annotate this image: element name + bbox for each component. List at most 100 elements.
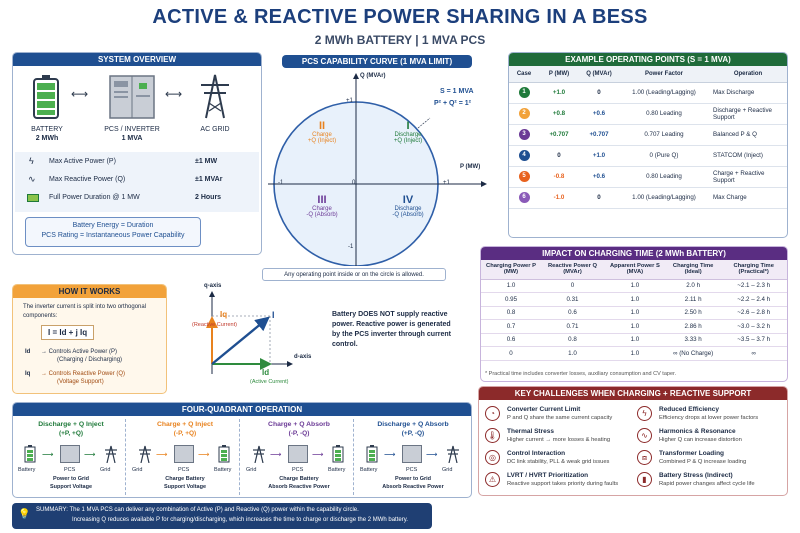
transmission-tower-icon <box>252 445 266 468</box>
table-cell: 0.8 <box>481 306 542 320</box>
quadrant-ii: II Charge +Q (Inject) <box>290 120 354 144</box>
lightning-icon: ϟ <box>637 406 652 421</box>
table-cell: 1.0 <box>603 292 666 307</box>
table-cell: 0.6 <box>481 333 542 347</box>
column-header: Power Factor <box>619 66 709 83</box>
target-icon: ◎ <box>485 450 500 465</box>
capability-heading: PCS CAPABILITY CURVE (1 MVA LIMIT) <box>282 55 472 68</box>
battery-value: 2 MWh <box>35 135 59 142</box>
quadrant-sub: (-P, -Q) <box>288 430 310 437</box>
quadrant-line: Discharge <box>394 206 422 212</box>
column-header: Reactive Power Q (MVAr) <box>541 260 604 280</box>
right-label: Grid <box>442 467 453 473</box>
quadrant-caption: Charge Battery <box>165 476 205 482</box>
quadrant-caption: Support Voltage <box>49 484 93 490</box>
pcs-box-icon <box>60 445 80 463</box>
quadrant-number: I <box>406 120 410 132</box>
table-cell: ∞ (No Charge) <box>665 346 721 361</box>
system-overview-panel: SYSTEM OVERVIEW ⟷ ⟷ <box>12 52 262 255</box>
intro-text: The inverter current is split into two o… <box>23 304 147 319</box>
q-cell: +0.707 <box>579 124 619 146</box>
lightbulb-icon: 💡 <box>18 509 31 520</box>
vector-diagram: q-axis d-axis Iq (Reactive Current) I Id… <box>180 282 320 392</box>
p-axis-label: P (MW) <box>460 164 481 170</box>
formula: I = Id + j Iq <box>41 325 95 340</box>
quadrant-sub: (+P, -Q) <box>401 430 425 437</box>
table-cell: 0 <box>481 346 542 361</box>
quadrant-line: Charge <box>312 206 332 212</box>
arrow-icon: ⟶ <box>198 450 210 459</box>
how-it-works-panel: HOW IT WORKS The inverter current is spl… <box>12 284 167 394</box>
q-cell: +0.6 <box>579 166 619 188</box>
spec-value: ±1 MW <box>195 158 218 165</box>
pcs-box-icon <box>174 445 194 463</box>
p-cell: -0.8 <box>539 166 579 188</box>
equation: P² + Q² = 1² <box>434 100 471 107</box>
q-axis-label: Q (MVAr) <box>360 73 386 79</box>
iq-label: Iq <box>25 371 31 377</box>
note-box: Battery Energy = Duration PCS Rating = I… <box>25 217 201 247</box>
quadrant-title: Discharge + Q Absorb <box>377 421 449 428</box>
quadrant-line: +Q (Inject) <box>307 138 337 144</box>
arrow-icon: ⟶ <box>84 450 96 459</box>
quadrant-line: Charge <box>312 132 332 138</box>
iq-vector-label: Iq <box>220 310 228 319</box>
table-cell: 1.0 <box>603 306 666 320</box>
challenge-desc: Higher Q can increase distortion <box>659 437 742 443</box>
left-label: Grid <box>132 467 143 473</box>
impact-panel: IMPACT ON CHARGING TIME (2 MWh BATTERY) … <box>480 246 788 382</box>
wave-icon: ∿ <box>637 428 652 443</box>
operating-points-panel: EXAMPLE OPERATING POINTS (S = 1 MVA) Cas… <box>508 52 788 238</box>
pf-cell: 0.80 Leading <box>619 103 709 125</box>
pf-cell: 1.00 (Leading/Lagging) <box>619 187 709 209</box>
tick-label: +1 <box>346 98 353 104</box>
case-cell: 1 <box>509 82 539 104</box>
transmission-tower-icon <box>198 73 232 119</box>
arrow-icon: ⟶ <box>270 450 282 459</box>
case-cell: 2 <box>509 103 539 125</box>
case-badge: 4 <box>518 150 530 161</box>
system-overview-heading: SYSTEM OVERVIEW <box>13 53 261 66</box>
pcs-label: PCS <box>64 467 76 473</box>
q-cell: +0.6 <box>579 103 619 125</box>
page-subtitle: 2 MWh BATTERY | 1 MVA PCS <box>314 33 486 47</box>
table-cell: ∞ <box>720 346 787 361</box>
challenge-item: ▮Battery Stress (Indirect)Rapid power ch… <box>635 470 785 490</box>
table-cell: 0.8 <box>541 333 604 347</box>
battery-icon <box>218 445 230 468</box>
table-cell: 0.6 <box>541 306 604 320</box>
operation-cell: Balanced P & Q <box>709 124 787 146</box>
left-label: Battery <box>360 467 378 473</box>
table-cell: 0.71 <box>541 319 604 334</box>
table-cell: 0.95 <box>481 292 542 307</box>
battery-icon <box>33 75 59 119</box>
iq-vector-sub: (Reactive Current) <box>192 322 237 328</box>
challenge-desc: Combined P & Q increase loading <box>659 459 747 465</box>
battery-icon <box>332 445 344 468</box>
spec-value: 2 Hours <box>195 194 222 201</box>
q-cell: 0 <box>579 187 619 209</box>
case-cell: 6 <box>509 187 539 209</box>
capability-chart: Q (MVAr) P (MW) +1 -1 -1 +1 0 S = 1 MVA … <box>268 70 490 267</box>
capability-caption: Any operating point inside or on the cir… <box>262 268 446 281</box>
challenge-desc: Reactive support takes priority during f… <box>507 481 619 487</box>
challenge-title: Harmonics & Resonance <box>659 428 736 435</box>
note-line: PCS Rating = Instantaneous Power Capabil… <box>41 232 185 239</box>
quadrant-caption: Charge Battery <box>279 476 319 482</box>
column-header: Q (MVAr) <box>579 66 619 83</box>
table-cell: 2.0 h <box>665 279 721 293</box>
case-badge: 1 <box>518 87 530 98</box>
vector-note: Battery DOES NOT supply reactive power. … <box>332 311 452 348</box>
